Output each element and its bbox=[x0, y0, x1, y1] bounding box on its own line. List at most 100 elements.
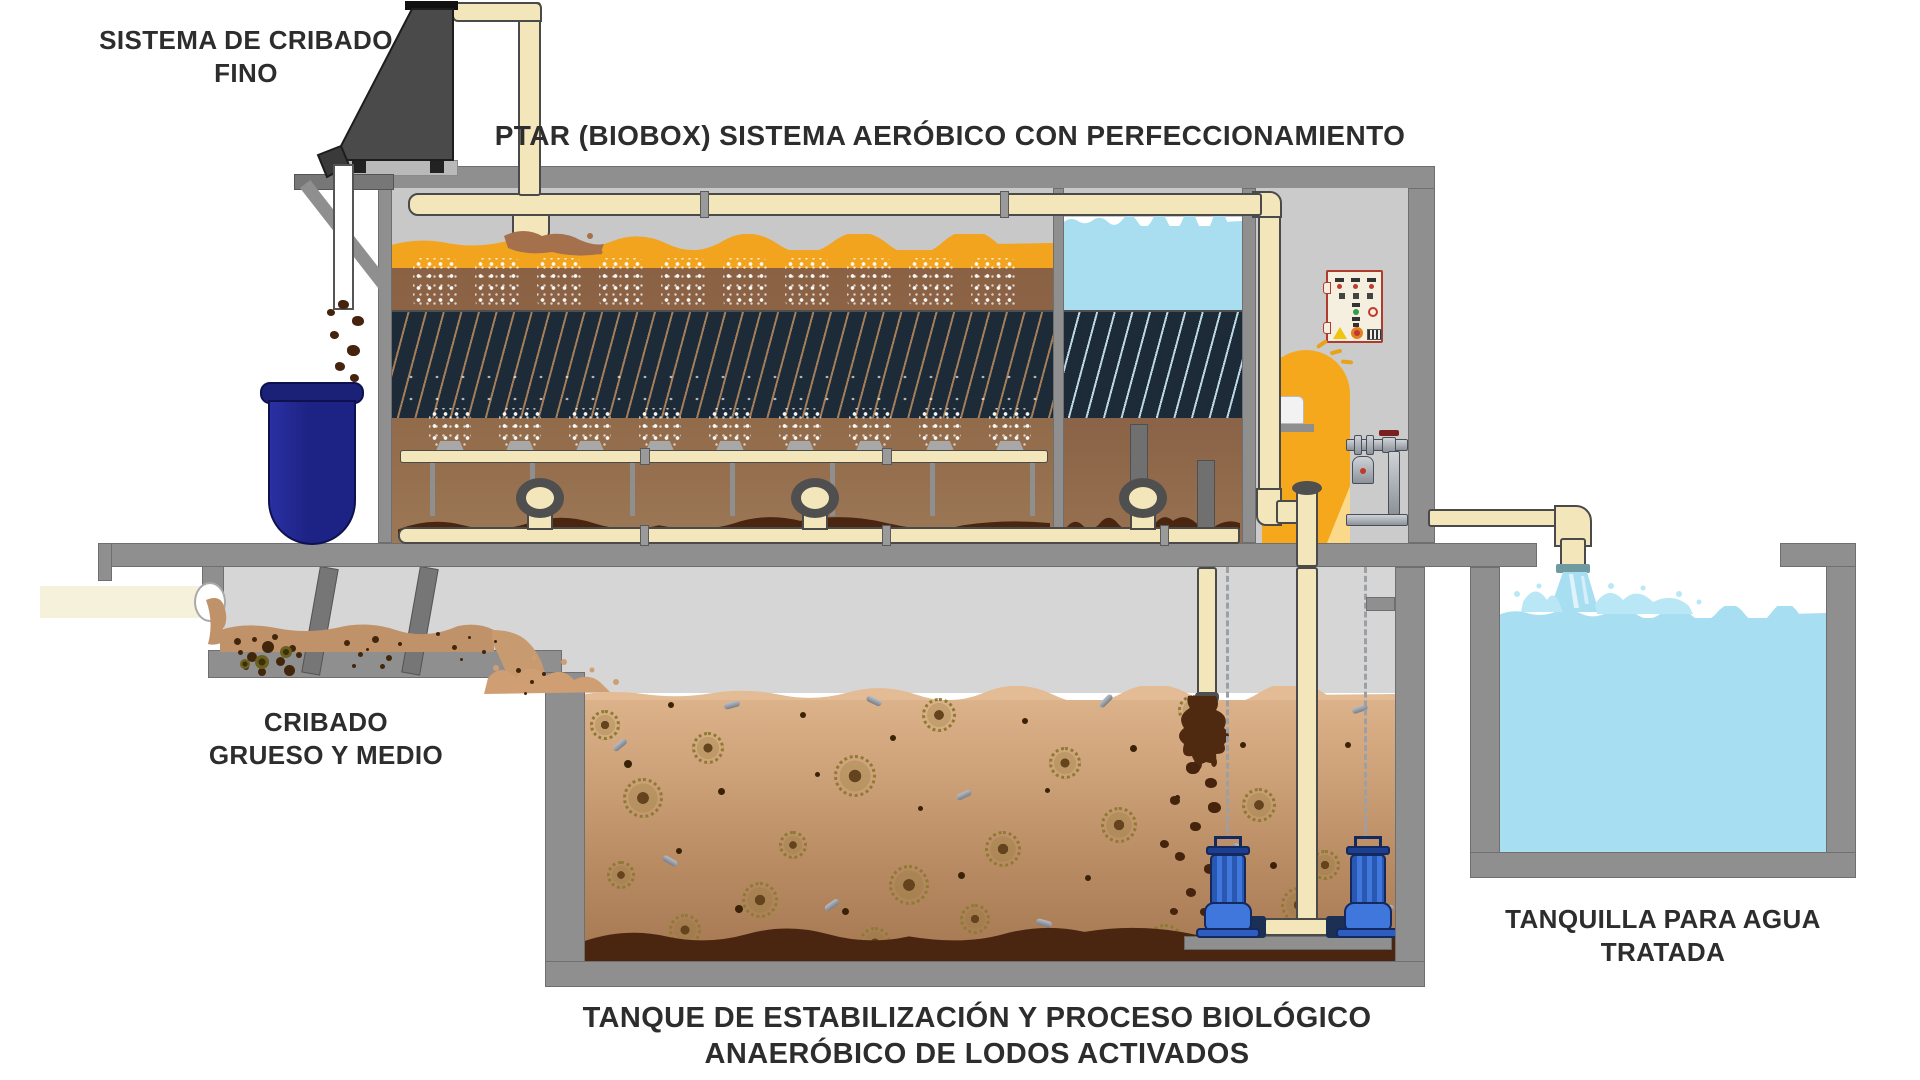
effluent-splash bbox=[1514, 572, 1702, 614]
debris-speck bbox=[452, 645, 457, 650]
debris-clump bbox=[335, 362, 345, 371]
top-pipe-joint bbox=[700, 191, 709, 218]
aeration-bubbles bbox=[847, 258, 893, 308]
debris-speck bbox=[372, 636, 379, 643]
suspended-solid bbox=[718, 788, 725, 795]
screen-outlet-pipe bbox=[452, 2, 542, 22]
pump-base-lip bbox=[1196, 928, 1260, 938]
debris-speck bbox=[398, 642, 402, 646]
floc-particle bbox=[1049, 747, 1081, 779]
debris-speck bbox=[494, 640, 497, 643]
suspended-solid bbox=[1240, 742, 1246, 748]
debris-chute bbox=[333, 164, 354, 310]
air-diffuser bbox=[856, 441, 884, 451]
manifold-joint bbox=[882, 448, 892, 465]
suspended-solid bbox=[668, 702, 674, 708]
treated-tank-wall-left bbox=[1470, 567, 1500, 878]
label-line: ANAERÓBICO DE LODOS ACTIVADOS bbox=[704, 1038, 1250, 1071]
aeration-bubbles bbox=[569, 408, 611, 446]
ground-slab bbox=[98, 543, 1537, 567]
debris-speck bbox=[380, 664, 385, 669]
top-pipe-joint bbox=[1000, 191, 1009, 218]
sludge-clump bbox=[1190, 822, 1201, 832]
drain-joint bbox=[882, 525, 891, 546]
aeration-bubbles bbox=[429, 408, 471, 446]
air-diffuser bbox=[786, 441, 814, 451]
air-diffuser bbox=[996, 441, 1024, 451]
debris-speck bbox=[366, 648, 369, 651]
ground-slab-lip bbox=[98, 543, 112, 581]
panel-tab bbox=[1323, 282, 1331, 294]
sludge-clump bbox=[1160, 840, 1169, 848]
sludge-clump bbox=[1186, 762, 1200, 774]
air-diffuser bbox=[926, 441, 954, 451]
suspended-solid bbox=[1270, 862, 1277, 869]
debris-clump bbox=[327, 309, 335, 316]
aeration-bubbles bbox=[599, 258, 645, 308]
panel-tab bbox=[1323, 322, 1331, 334]
blower-air-pipe-lower bbox=[1346, 514, 1408, 526]
sludge-clump bbox=[1186, 888, 1196, 897]
inlet-drop-pipe bbox=[518, 2, 541, 196]
debris-speck bbox=[252, 637, 257, 642]
suspended-solid bbox=[735, 905, 743, 913]
debris-speck bbox=[542, 672, 546, 676]
aeration-bubbles bbox=[909, 258, 955, 308]
emergency-stop-center bbox=[1354, 330, 1360, 336]
lamella-media-clarifier bbox=[1063, 310, 1242, 418]
debris-speck bbox=[289, 645, 296, 652]
suspended-solid bbox=[890, 735, 896, 741]
floc-particle bbox=[607, 861, 635, 889]
aeration-bubbles bbox=[971, 258, 1017, 308]
debris-clump bbox=[338, 300, 349, 310]
pipe-union bbox=[1354, 435, 1362, 455]
manifold-support bbox=[430, 463, 435, 516]
control-panel bbox=[1323, 270, 1383, 343]
label-coarse-screening: CRIBADO GRUESO Y MEDIO bbox=[126, 706, 526, 771]
drain-joint bbox=[1160, 525, 1169, 546]
manifold-joint bbox=[640, 448, 650, 465]
air-manifold bbox=[400, 450, 1048, 463]
suspended-solid bbox=[958, 872, 965, 879]
sludge-clump bbox=[1208, 802, 1221, 814]
pump-discharge-tee bbox=[1264, 918, 1330, 936]
debris-speck bbox=[238, 650, 243, 655]
treated-water bbox=[1500, 618, 1826, 852]
aeration-bubbles bbox=[779, 408, 821, 446]
effluent-pipe bbox=[1428, 509, 1562, 527]
panel-switch bbox=[1367, 293, 1373, 299]
label-line: CRIBADO bbox=[263, 707, 389, 737]
blower-shelf bbox=[1262, 424, 1314, 432]
debris-speck bbox=[468, 636, 471, 639]
label-line: GRUESO Y MEDIO bbox=[208, 739, 444, 770]
pump-handle bbox=[1214, 836, 1242, 848]
drain-elbow-opening bbox=[1129, 487, 1157, 509]
suspended-solid bbox=[815, 772, 820, 777]
sludge-clump bbox=[1175, 852, 1185, 861]
panel-indicator-bar bbox=[1367, 278, 1376, 282]
panel-green-light bbox=[1353, 309, 1359, 315]
sludge-plume bbox=[1179, 696, 1229, 770]
label-fine-screening: SISTEMA DE CRIBADO FINO bbox=[26, 24, 466, 89]
treated-tank-floor bbox=[1470, 852, 1856, 878]
floc-particle bbox=[742, 882, 778, 918]
debris-speck bbox=[240, 659, 250, 669]
floc-particle bbox=[960, 904, 990, 934]
aeration-bubbles bbox=[709, 408, 751, 446]
debris-speck bbox=[460, 658, 463, 661]
valve-handle bbox=[1379, 430, 1399, 436]
screenings-bucket bbox=[268, 400, 356, 545]
floc-particle bbox=[1242, 788, 1276, 822]
floc-particle bbox=[623, 778, 663, 818]
drain-joint bbox=[640, 525, 649, 546]
label-ptar-title: PTAR (BIOBOX) SISTEMA AERÓBICO CON PERFE… bbox=[494, 120, 1406, 151]
suspended-solid bbox=[842, 908, 849, 915]
pump-lifting-chain-right bbox=[1364, 567, 1367, 840]
pump-motor bbox=[1210, 854, 1246, 904]
air-diffuser bbox=[576, 441, 604, 451]
panel-indicator-light bbox=[1337, 284, 1342, 289]
aeration-bubbles bbox=[849, 408, 891, 446]
suspended-solid bbox=[1045, 788, 1050, 793]
pump-lifting-chain-left bbox=[1226, 567, 1229, 840]
debris-speck bbox=[296, 652, 302, 658]
